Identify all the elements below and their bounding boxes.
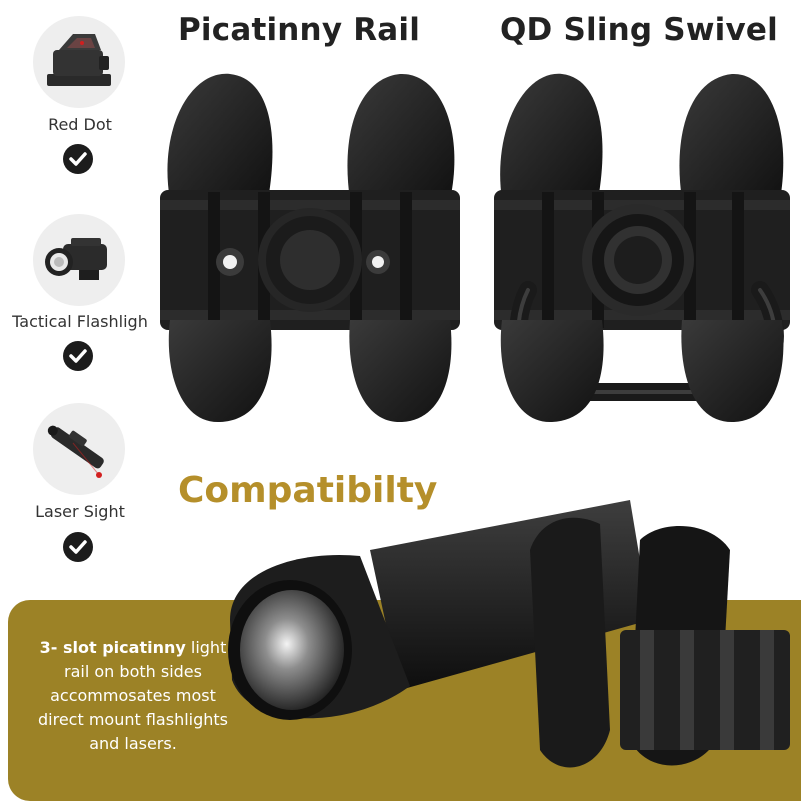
description-highlight: 3- slot picatinny bbox=[39, 638, 186, 657]
flashlight-mounted-product bbox=[228, 500, 790, 768]
accessory-label-laser-sight: Laser Sight bbox=[35, 502, 125, 521]
red-dot-sight-icon bbox=[33, 16, 125, 108]
feature-description: 3- slot picatinny light rail on both sid… bbox=[28, 636, 238, 756]
picatinny-rail-mount-product bbox=[160, 73, 460, 423]
check-icon bbox=[63, 341, 93, 371]
compatibility-title: Compatibilty bbox=[178, 470, 438, 511]
tactical-flashlight-icon bbox=[33, 214, 125, 306]
accessory-label-tactical-flashlight: Tactical Flashligh bbox=[12, 312, 148, 331]
check-icon bbox=[63, 144, 93, 174]
picatinny-rail-title: Picatinny Rail bbox=[178, 12, 421, 48]
compatible-accessories-list: Red Dot Tactical Flashligh bbox=[0, 0, 160, 801]
laser-sight-icon bbox=[33, 403, 125, 495]
qd-sling-swivel-mount-product bbox=[494, 73, 790, 423]
check-icon bbox=[63, 532, 93, 562]
qd-sling-swivel-title: QD Sling Swivel bbox=[500, 12, 778, 48]
accessory-label-red-dot: Red Dot bbox=[48, 115, 112, 134]
description-rest: light rail on both sides accommosates mo… bbox=[38, 638, 228, 753]
